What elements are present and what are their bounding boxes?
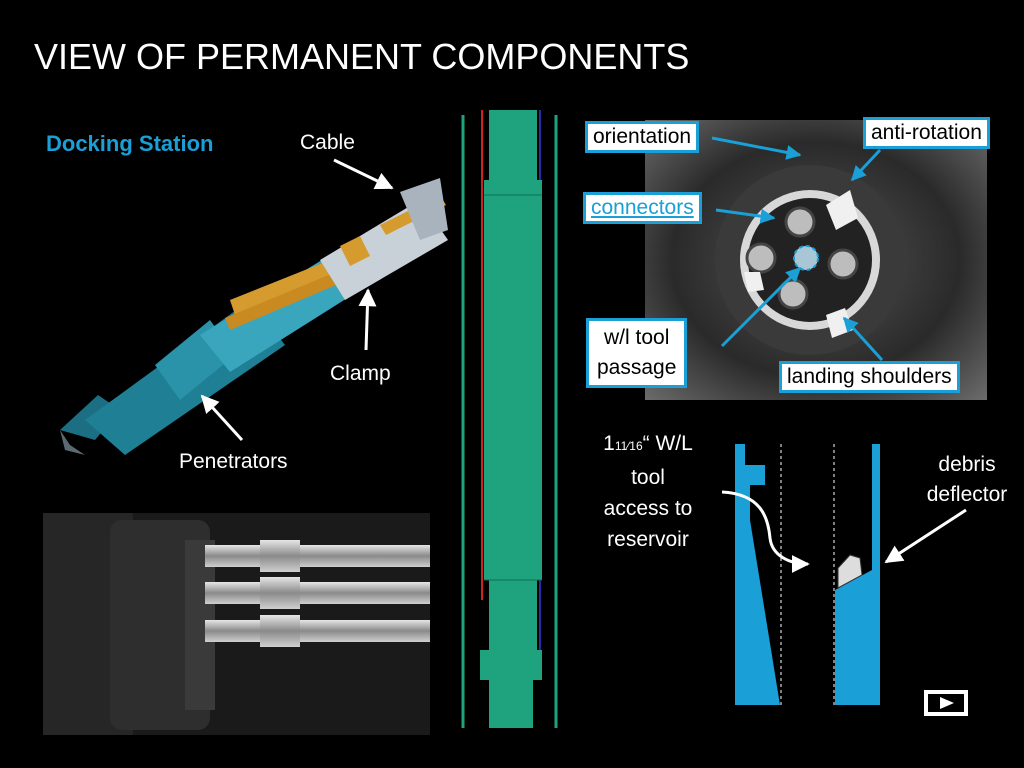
tool-size-line: 111⁄16“ W/L xyxy=(578,428,718,462)
debris-line1: debris xyxy=(938,453,996,476)
wl-tool-passage-callout: w/l tool passage xyxy=(586,318,688,388)
debris-line2: deflector xyxy=(926,483,1008,506)
deflector-schematic xyxy=(735,444,880,705)
penetrators-label: Penetrators xyxy=(179,450,288,473)
tool-size-rest: “ W/L xyxy=(642,432,693,455)
page-title: VIEW OF PERMANENT COMPONENTS xyxy=(34,36,690,77)
completion-schematic xyxy=(461,110,558,728)
connectors-callout[interactable]: connectors xyxy=(583,192,702,224)
tool-size-fraction: 11⁄16 xyxy=(614,439,643,453)
docking-station-photo xyxy=(645,120,987,400)
cable-label: Cable xyxy=(300,131,355,154)
tool-access-line2: tool xyxy=(631,466,665,489)
docking-station-heading: Docking Station xyxy=(46,131,214,156)
wl-tool-line2: passage xyxy=(597,356,677,379)
tool-access-line4: reservoir xyxy=(607,528,689,551)
photo-arrows xyxy=(711,136,884,362)
label-arrows xyxy=(200,158,967,573)
debris-deflector-text: debris deflector xyxy=(905,450,1024,510)
tool-size-whole: 1 xyxy=(603,432,615,455)
tool-access-line3: access to xyxy=(603,497,693,520)
landing-shoulders-callout: landing shoulders xyxy=(779,361,960,393)
tool-access-text: 111⁄16“ W/L tool access to reservoir xyxy=(578,428,718,555)
wl-tool-line1: w/l tool xyxy=(604,326,670,349)
play-button[interactable] xyxy=(924,690,968,716)
orientation-callout: orientation xyxy=(585,121,700,153)
docking-station-render xyxy=(60,178,448,455)
play-icon[interactable] xyxy=(940,697,954,709)
penetrators-photo xyxy=(43,513,430,735)
anti-rotation-callout: anti-rotation xyxy=(863,117,990,149)
clamp-label: Clamp xyxy=(330,362,391,385)
